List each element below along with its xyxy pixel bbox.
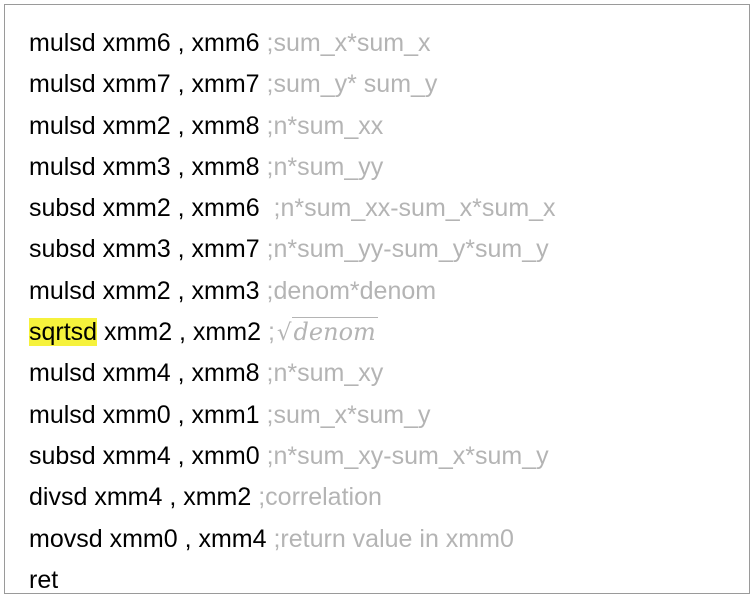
code-line-mulsd-xmm7: mulsd xmm7 , xmm7 ;sum_y* sum_y <box>29 64 556 105</box>
comment: ;correlation <box>258 483 382 512</box>
code-line-subsd-xmm3: subsd xmm3 , xmm7 ;n*sum_yy-sum_y*sum_y <box>29 229 556 270</box>
operands: xmm3 , xmm8 <box>95 152 267 181</box>
comment: ;n*sum_yy-sum_y*sum_y <box>266 235 549 264</box>
code-line-mulsd-xmm4: mulsd xmm4 , xmm8 ;n*sum_xy <box>29 353 556 394</box>
instruction: movsd <box>29 524 103 553</box>
instruction: subsd <box>29 441 96 470</box>
instruction: mulsd <box>29 29 96 57</box>
operands: xmm2 , xmm3 <box>95 276 267 305</box>
operands: xmm4 , xmm8 <box>95 359 267 388</box>
assembly-listing: mulsd xmm6 , xmm6 ;sum_x*sum_x mulsd xmm… <box>29 23 556 601</box>
instruction: mulsd <box>29 400 96 429</box>
code-line-mulsd-xmm3: mulsd xmm3 , xmm8 ;n*sum_yy <box>29 147 556 188</box>
instruction: mulsd <box>29 70 96 99</box>
instruction: subsd <box>29 194 96 223</box>
instruction: mulsd <box>29 152 96 181</box>
comment: ;return value in xmm0 <box>273 524 514 553</box>
comment: ;n*sum_xy <box>266 359 384 388</box>
comment: ;n*sum_xx <box>266 111 384 140</box>
code-line-ret: ret <box>29 560 556 601</box>
code-line-sqrtsd: sqrtsd xmm2 , xmm2 ;√denom <box>29 312 556 353</box>
code-line-mulsd-xmm6: mulsd xmm6 , xmm6 ;sum_x*sum_x <box>29 23 556 64</box>
code-line-movsd: movsd xmm0 , xmm4 ;return value in xmm0 <box>29 519 556 560</box>
operands: xmm2 , xmm2 <box>97 318 268 347</box>
instruction: mulsd <box>29 111 96 140</box>
sqrt-expression: √denom <box>277 312 378 354</box>
operands: xmm7 , xmm7 <box>95 70 267 99</box>
operands: xmm4 , xmm0 <box>95 441 267 470</box>
code-line-subsd-xmm4: subsd xmm4 , xmm0 ;n*sum_xy-sum_x*sum_y <box>29 436 556 477</box>
operands: xmm3 , xmm7 <box>95 235 267 264</box>
code-line-mulsd-xmm2-xmm3: mulsd xmm2 , xmm3 ;denom*denom <box>29 271 556 312</box>
operands: xmm4 , xmm2 <box>87 483 259 512</box>
code-line-subsd-xmm2: subsd xmm2 , xmm6 ;n*sum_xx-sum_x*sum_x <box>29 188 556 229</box>
comment: ; <box>267 318 275 347</box>
operands: xmm0 , xmm4 <box>102 524 274 553</box>
comment: ;sum_x*sum_y <box>266 400 431 429</box>
code-line-mulsd-xmm0: mulsd xmm0 , xmm1 ;sum_x*sum_y <box>29 395 556 436</box>
comment: ;sum_x*sum_x <box>266 29 431 57</box>
instruction: mulsd <box>29 276 96 305</box>
operands: xmm2 , xmm6 <box>95 194 274 223</box>
operands: xmm6 , xmm6 <box>95 29 267 57</box>
comment: ;sum_y* sum_y <box>266 70 438 99</box>
comment: ;n*sum_yy <box>266 152 384 181</box>
instruction: divsd <box>29 483 88 512</box>
instruction: subsd <box>29 235 96 264</box>
code-line-mulsd-xmm2: mulsd xmm2 , xmm8 ;n*sum_xx <box>29 106 556 147</box>
sqrt-symbol: √ <box>276 320 292 347</box>
operands: xmm2 , xmm8 <box>95 111 267 140</box>
instruction-highlighted: sqrtsd <box>29 318 98 347</box>
instruction: mulsd <box>29 359 96 388</box>
comment: ;n*sum_xy-sum_x*sum_y <box>266 441 549 470</box>
instruction: ret <box>29 565 59 594</box>
code-frame: mulsd xmm6 , xmm6 ;sum_x*sum_x mulsd xmm… <box>4 4 750 594</box>
code-line-divsd: divsd xmm4 , xmm2 ;correlation <box>29 477 556 518</box>
comment: ;denom*denom <box>266 276 437 305</box>
comment: ;n*sum_xx-sum_x*sum_x <box>273 194 556 223</box>
operands: xmm0 , xmm1 <box>95 400 267 429</box>
sqrt-argument: denom <box>291 317 378 347</box>
